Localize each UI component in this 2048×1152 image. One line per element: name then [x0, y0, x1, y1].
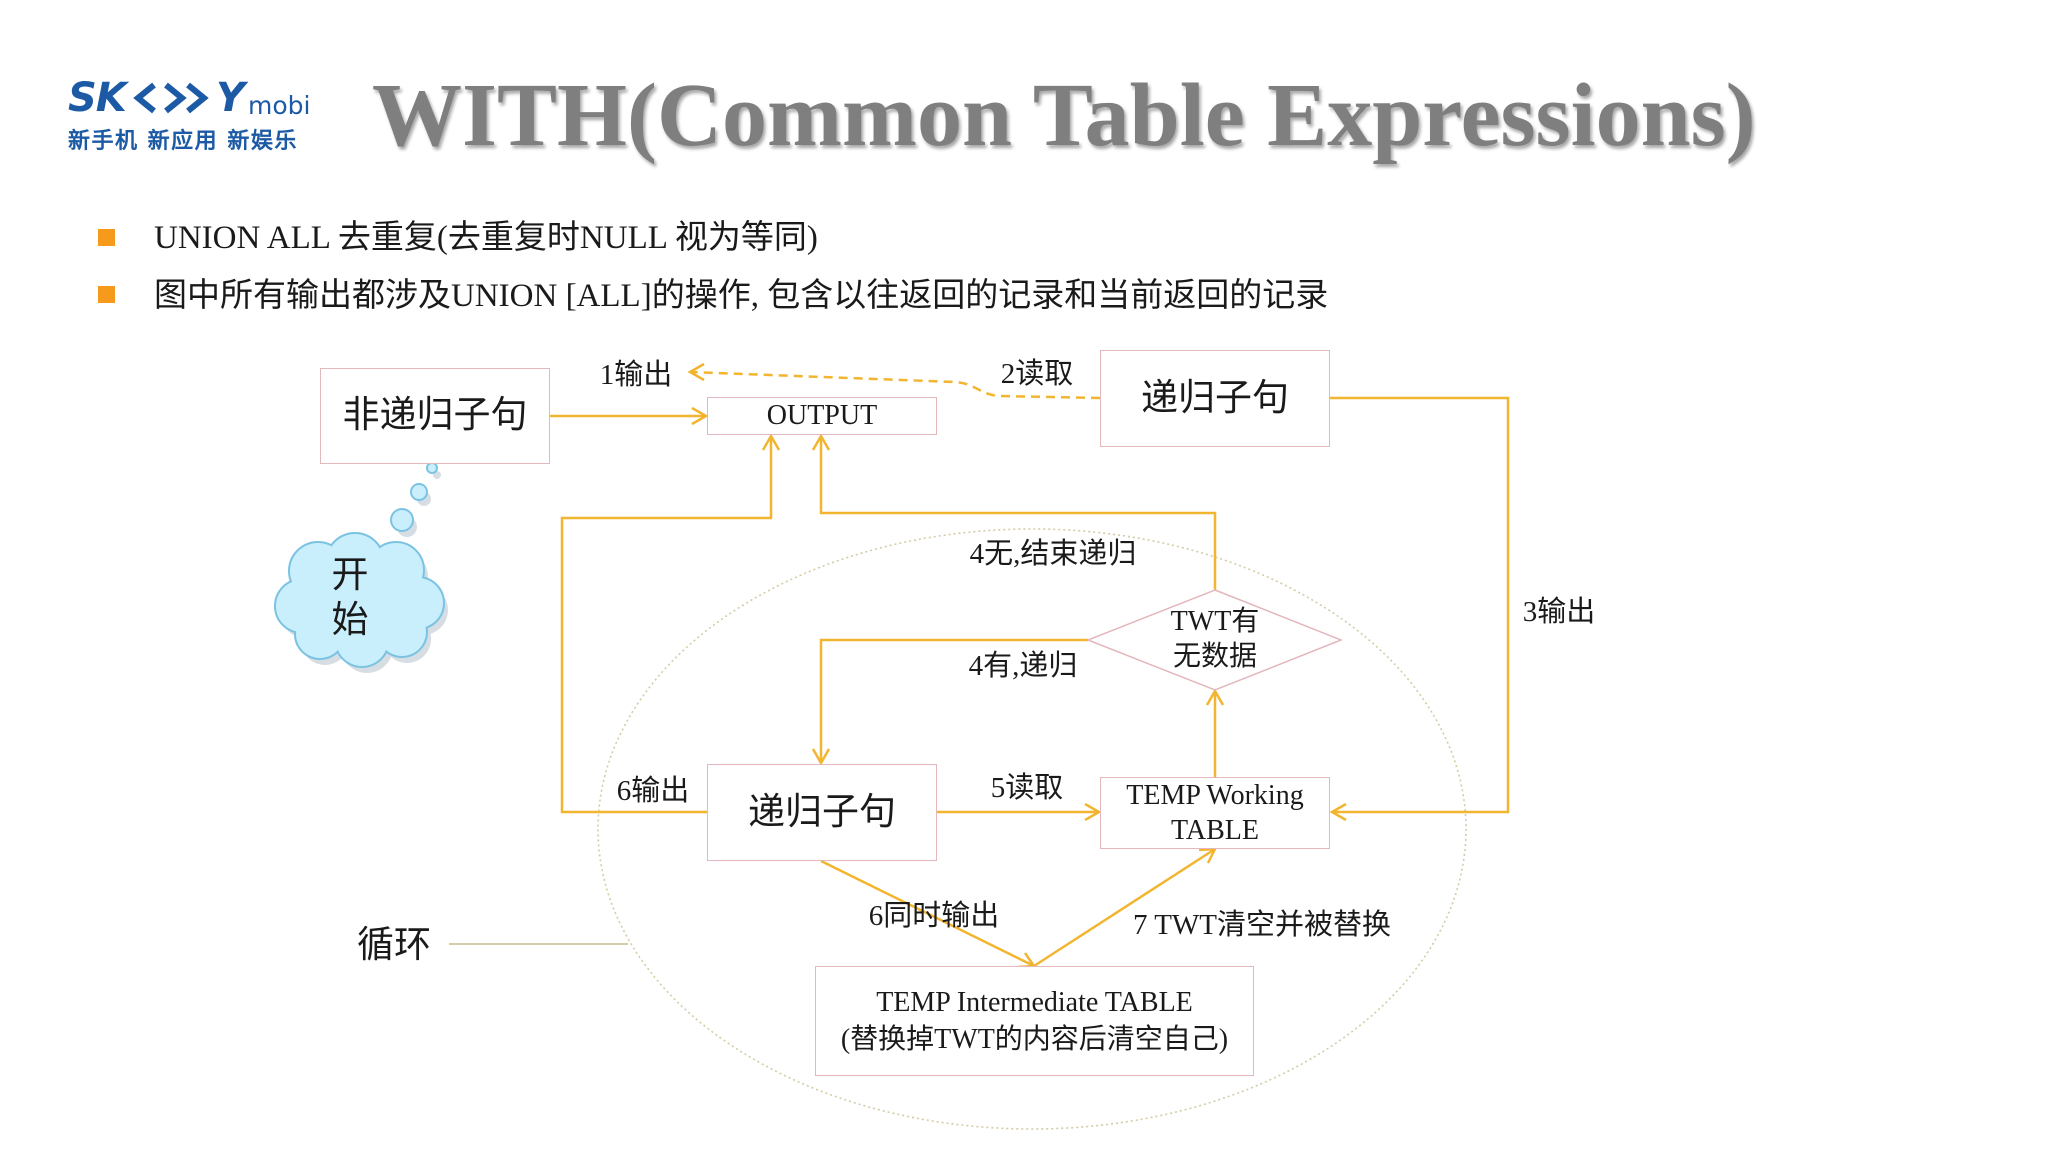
output-box: OUTPUT	[707, 397, 937, 435]
twt-decision-diamond	[1085, 589, 1344, 691]
recursive-clause-top-box: 递归子句	[1100, 350, 1330, 447]
temp-working-table-line-1: TEMP Working	[1126, 780, 1304, 811]
temp-intermediate-table-line-2: (替换掉TWT的内容后清空自己)	[840, 1024, 1229, 1055]
edge-7-replace	[1033, 847, 1216, 968]
output-label: OUTPUT	[766, 400, 878, 431]
edge-4-recurse	[819, 638, 1088, 763]
edge-3-output	[1330, 396, 1510, 814]
edge-label-3-output: 3输出	[1522, 596, 1596, 628]
logo-brand-right: Y	[216, 75, 245, 121]
twt-decision-text: TWT有 无数据	[1171, 604, 1260, 674]
twt-decision-line-2: 无数据	[1172, 641, 1258, 672]
edge-label-6-simultaneous-output: 6同时输出	[868, 900, 1000, 932]
logo-tagline: 新手机 新应用 新娱乐	[68, 129, 298, 154]
edge-2-read-dashed	[689, 370, 1101, 400]
logo-chevron-left	[133, 82, 156, 114]
logo-chevrons-icon	[133, 82, 209, 114]
start-cloud-text: 开 始	[332, 553, 369, 643]
start-cloud-line-1: 开	[331, 555, 369, 596]
temp-intermediate-table-box: TEMP Intermediate TABLE (替换掉TWT的内容后清空自己)	[815, 966, 1254, 1076]
edge-5-arrowhead	[1084, 802, 1102, 822]
loop-label: 循环	[357, 925, 431, 966]
edge-label-4-recurse: 4有,递归	[968, 650, 1078, 682]
temp-working-table-line-2: TABLE	[1171, 815, 1259, 846]
edge-label-1-output: 1输出	[599, 359, 673, 391]
cloud-body	[276, 464, 443, 666]
bullet-square-icon	[98, 286, 115, 303]
edge-label-7-replace: 7 TWT清空并被替换	[1132, 909, 1392, 941]
logo-chevron-right-1	[164, 82, 187, 114]
edge-4-recurse-arrowhead	[811, 748, 831, 766]
loop-ellipse	[597, 528, 1467, 1130]
recursive-clause-loop-box: 递归子句	[707, 764, 937, 861]
edge-6-arrowhead	[761, 433, 781, 451]
twt-decision-line-1: TWT有	[1170, 606, 1260, 637]
edge-4-end-recursion	[819, 436, 1217, 590]
edge-label-2-read: 2读取	[1000, 358, 1074, 390]
logo-suffix: mobi	[248, 91, 311, 120]
logo-chevron-right-2	[186, 82, 209, 114]
edge-1-arrowhead	[691, 406, 709, 426]
bullet-square-icon	[98, 229, 115, 246]
company-logo: SK Y mobi 新手机 新应用 新娱乐	[68, 78, 328, 158]
temp-working-table-box: TEMP Working TABLE	[1100, 777, 1330, 849]
non-recursive-clause-box: 非递归子句	[320, 368, 550, 464]
start-cloud-line-2: 始	[331, 600, 369, 641]
edge-6-simultaneous-output	[820, 859, 1035, 968]
logo-brand-left: SK	[68, 75, 127, 121]
slide-title: WITH(Common Table Expressions)	[372, 66, 1756, 165]
edge-7-arrowhead	[1198, 847, 1218, 864]
edge-2-arrowhead	[687, 362, 705, 382]
edge-3-arrowhead	[1329, 802, 1347, 822]
edge-label-6-output: 6输出	[616, 775, 690, 807]
temp-intermediate-table-line-1: TEMP Intermediate TABLE	[876, 987, 1193, 1018]
edge-4-end-arrowhead	[811, 433, 831, 451]
bullet-text-2: 图中所有输出都涉及UNION [ALL]的操作, 包含以往返回的记录和当前返回的…	[154, 278, 1329, 314]
recursive-clause-top-label: 递归子句	[1141, 377, 1289, 419]
edge-6-output	[560, 436, 773, 814]
recursive-clause-loop-label: 递归子句	[748, 791, 896, 833]
non-recursive-clause-label: 非递归子句	[342, 395, 528, 436]
edge-label-4-end-recursion: 4无,结束递归	[969, 538, 1137, 570]
bullet-text-1: UNION ALL 去重复(去重复时NULL 视为等同)	[154, 220, 818, 256]
edge-label-5-read: 5读取	[990, 772, 1064, 804]
start-cloud-shape	[274, 462, 448, 673]
edge-working-to-check-arrowhead	[1205, 688, 1225, 706]
